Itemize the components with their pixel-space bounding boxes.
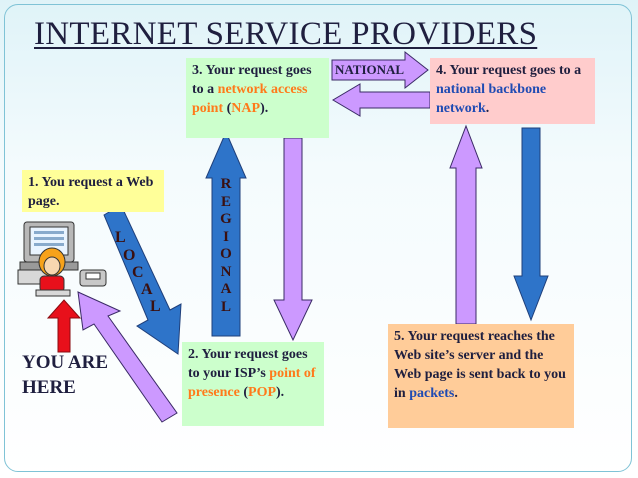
- step3-abbr: NAP: [231, 101, 261, 116]
- regional-letter: R: [220, 176, 232, 192]
- regional-letter: I: [223, 228, 229, 245]
- step1-text: 1. You request a Web page.: [28, 175, 154, 209]
- you-are-here-line1: YOU ARE: [22, 352, 109, 373]
- step3-text: 3. Your request goes to a: [192, 63, 312, 97]
- regional-letter: O: [220, 246, 232, 262]
- step3-box: 3. Your request goes to a network access…: [186, 58, 329, 138]
- step5-post: .: [454, 386, 458, 401]
- step2-text: 2. Your request goes to your ISP’s: [188, 347, 308, 381]
- step3-post: ).: [260, 101, 269, 116]
- regional-letter: G: [220, 211, 232, 227]
- step2-highlight: point of presence: [188, 366, 316, 400]
- local-letter: L: [150, 298, 161, 315]
- local-letter: A: [141, 281, 153, 298]
- regional-label: R E G I O N A L: [219, 176, 233, 316]
- step2-post: ).: [276, 385, 285, 400]
- national-arrow: [331, 50, 429, 90]
- nap-to-pop-arrow: [273, 137, 313, 342]
- step5-box: 5. Your request reaches the Web site’s s…: [388, 324, 574, 428]
- national-label: NATIONAL: [335, 62, 405, 77]
- step2-mid: (: [239, 385, 249, 400]
- you-are-here-line2: HERE: [22, 377, 76, 398]
- server-to-backbone-arrow: [449, 124, 483, 325]
- step5-highlight: packets: [409, 386, 455, 401]
- user-at-computer-illustration: [17, 221, 107, 297]
- step4-box: 4. Your request goes to a national backb…: [430, 58, 595, 124]
- step1-box: 1. You request a Web page.: [22, 170, 164, 212]
- slide-title: INTERNET SERVICE PROVIDERS: [34, 16, 538, 52]
- backbone-to-server-arrow: [513, 127, 549, 322]
- local-letter: L: [115, 229, 126, 246]
- step2-box: 2. Your request goes to your ISP’s point…: [182, 342, 324, 426]
- step2-abbr: POP: [248, 385, 277, 400]
- step3-mid: (: [223, 101, 232, 116]
- backbone-to-nap-arrow: [332, 83, 431, 117]
- return-arrow-to-user: [77, 291, 178, 423]
- regional-letter: A: [220, 281, 232, 297]
- step4-text: 4. Your request goes to a: [436, 63, 582, 78]
- local-letter: O: [123, 247, 136, 264]
- regional-letter: L: [220, 298, 231, 315]
- slide-frame: [4, 4, 632, 472]
- local-letter: C: [132, 264, 144, 281]
- step4-highlight: national backbone network: [436, 82, 547, 116]
- you-are-here-arrow: [46, 299, 82, 353]
- step3-highlight: network access point: [192, 82, 308, 116]
- you-are-here-label: YOU ARE HERE: [22, 350, 108, 400]
- step4-post: .: [485, 101, 490, 116]
- regional-letter: E: [220, 193, 231, 210]
- local-arrow: [103, 204, 182, 355]
- step5-text: 5. Your request reaches the Web site’s s…: [394, 329, 566, 401]
- regional-letter: N: [220, 263, 232, 280]
- regional-arrow: [205, 130, 247, 337]
